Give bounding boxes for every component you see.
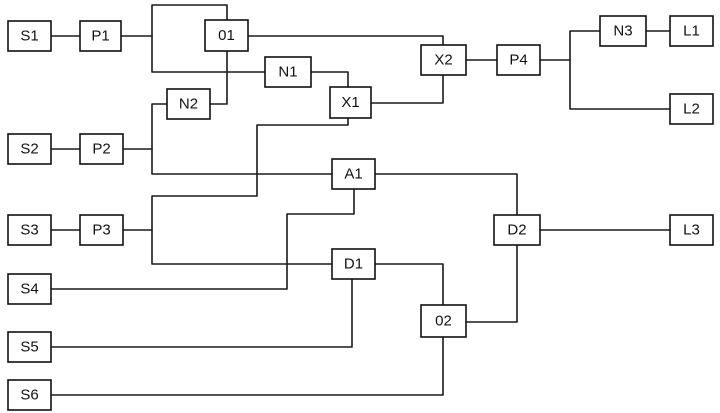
node-x2: X2 [420,44,467,76]
wire-p3-d1 [122,229,333,265]
wire-o2-d2 [465,244,518,323]
node-a1: A1 [331,158,376,190]
wire-o1-n2 [209,50,228,105]
connection-lines [50,4,671,396]
wire-p2-a1 [151,148,333,175]
svg-text:A1: A1 [344,166,362,183]
node-l3: L3 [669,214,714,246]
wire-a1-d2 [374,173,518,216]
svg-text:N1: N1 [278,64,297,81]
wire-n1-x1 [310,71,349,88]
svg-text:S2: S2 [20,141,38,158]
svg-text:D2: D2 [507,222,526,239]
svg-text:N3: N3 [613,23,632,40]
wire-x1-a1 [151,117,349,231]
svg-text:L3: L3 [683,222,700,239]
svg-text:P1: P1 [91,28,109,45]
node-s1: S1 [7,20,52,52]
svg-text:L2: L2 [683,101,700,118]
svg-text:X2: X2 [434,52,452,69]
wire-p4-l2 [569,59,671,110]
wire-o1-x2 [247,35,444,46]
node-p1: P1 [79,20,122,52]
svg-text:L1: L1 [683,23,700,40]
node-n3: N3 [599,15,647,47]
svg-text:S6: S6 [20,387,38,404]
node-s4: S4 [7,273,52,305]
node-o1: 01 [204,19,249,52]
svg-text:D1: D1 [344,256,363,273]
wire-p4-branch [539,30,601,61]
node-s5: S5 [7,331,52,363]
node-x1: X1 [329,86,372,119]
wire-d1-o2 [374,263,444,306]
wire-s4-a1 [50,188,355,290]
svg-text:S4: S4 [20,281,38,298]
node-d2: D2 [493,214,541,246]
svg-text:P4: P4 [509,52,527,69]
svg-text:S1: S1 [20,28,38,45]
wire-x1-x2 [370,74,444,104]
node-l1: L1 [669,15,714,47]
node-p3: P3 [79,214,124,246]
svg-text:X1: X1 [341,94,359,111]
svg-text:01: 01 [218,27,235,44]
node-s3: S3 [7,214,52,246]
wire-s6-o2 [50,336,444,396]
svg-text:N2: N2 [179,96,198,113]
svg-text:P2: P2 [92,141,110,158]
node-d1: D1 [331,248,376,280]
node-s2: S2 [7,133,52,165]
svg-text:S5: S5 [20,339,38,356]
wire-p2-n2 [122,103,168,150]
node-o2: 02 [420,304,467,338]
node-p4: P4 [496,44,541,76]
svg-text:P3: P3 [92,222,110,239]
node-p2: P2 [79,133,124,165]
node-n2: N2 [166,88,211,120]
node-s6: S6 [7,379,52,411]
svg-text:02: 02 [435,313,452,330]
wire-p1-o1 [120,4,228,37]
svg-text:S3: S3 [20,222,38,239]
node-l2: L2 [669,93,714,125]
wire-s5-d1 [50,278,353,348]
node-n1: N1 [264,56,312,88]
